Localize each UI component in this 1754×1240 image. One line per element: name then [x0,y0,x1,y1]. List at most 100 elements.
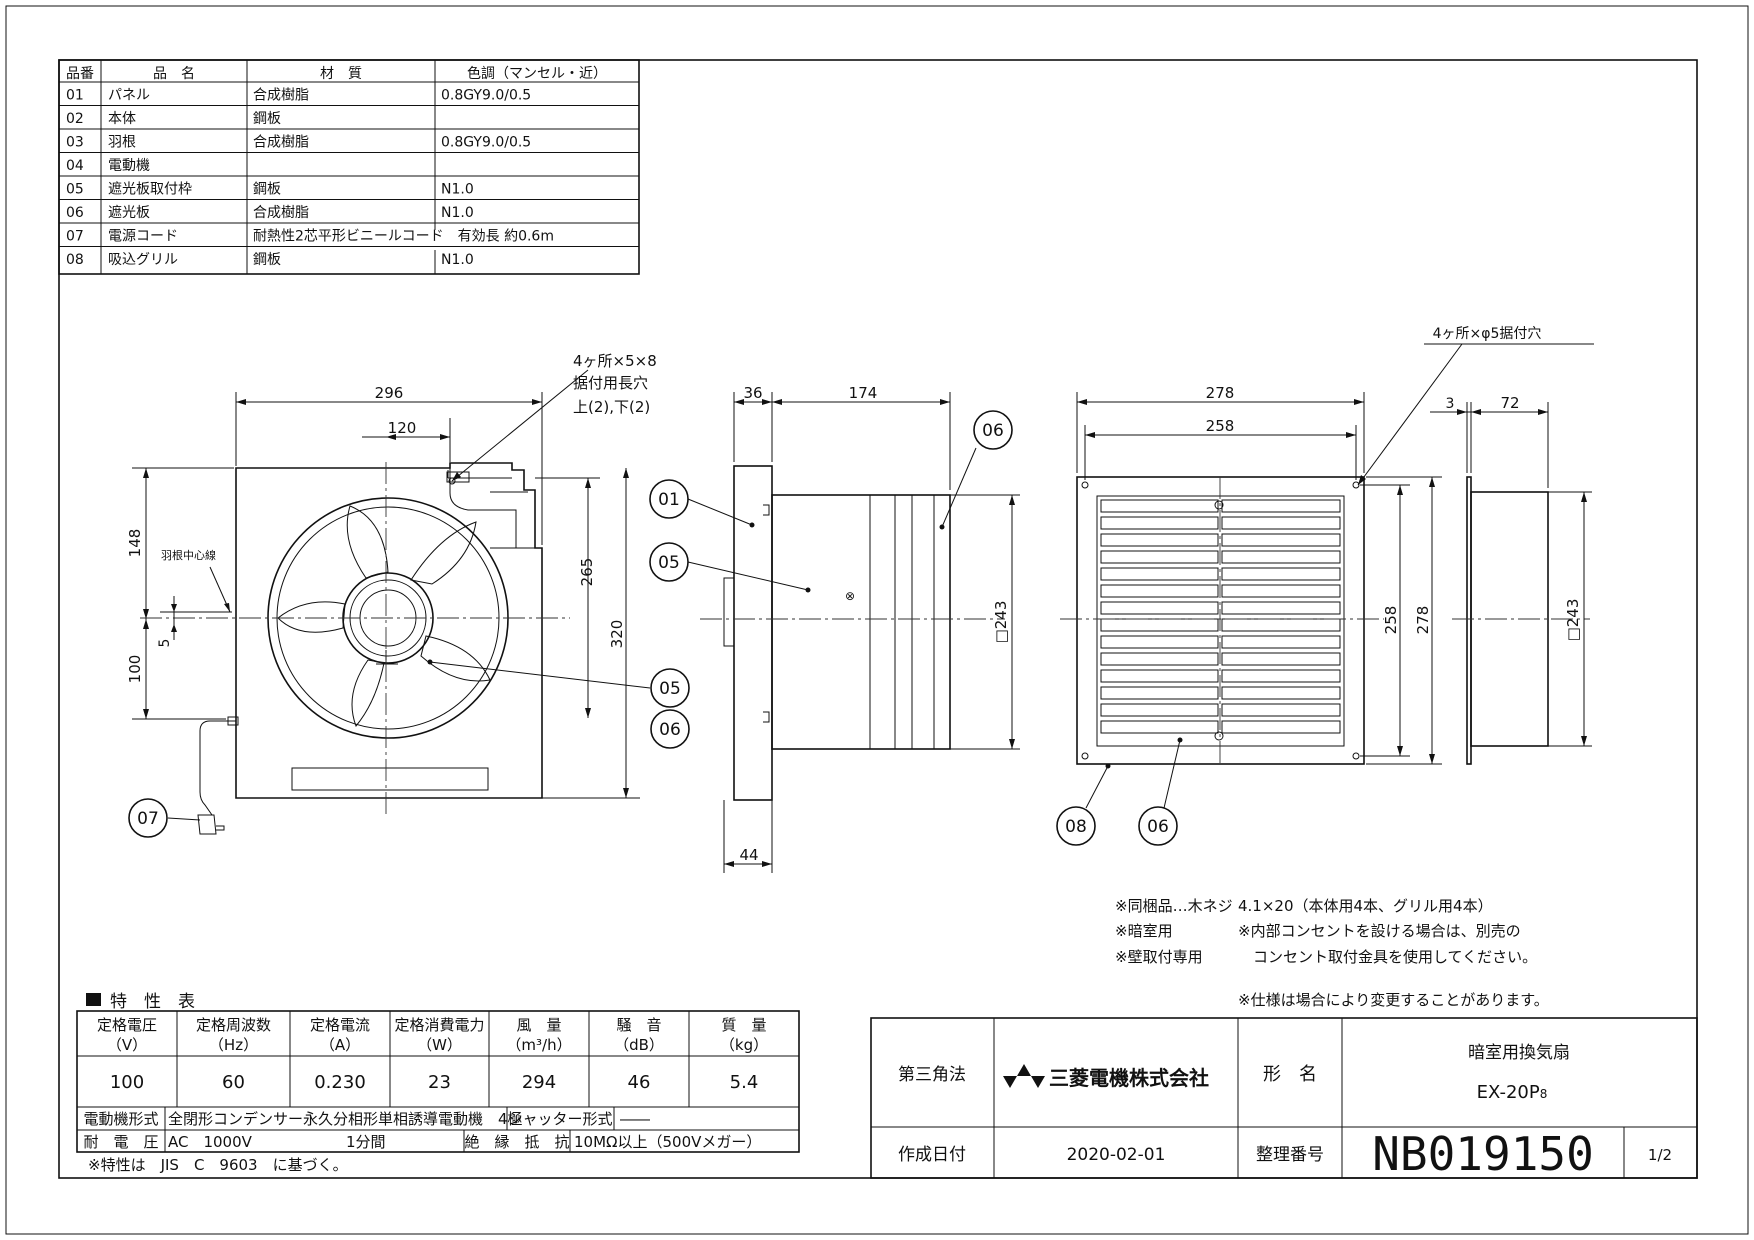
louver-slat [1221,720,1341,734]
parts-row-no: 01 [66,88,84,104]
spec-header-label: 定格周波数 [196,1016,271,1034]
spec-shutter-value: ―― [620,1110,650,1128]
spec-value: 0.230 [314,1072,366,1093]
dim-rear-outer: 278 [1206,384,1235,402]
svg-text:07: 07 [137,809,159,829]
spec-header-unit: （V） [107,1036,147,1054]
louver-slat [1221,652,1341,666]
louver-slat [1100,686,1219,700]
spec-header-unit: （kg） [720,1036,768,1054]
spec-table: 特 性 表 定格電圧（V）100定格周波数（Hz）60定格電流（A）0.230定… [76,992,800,1174]
louver-slat [1100,601,1219,615]
louver-slat [1100,584,1219,598]
title-date: 2020-02-01 [1067,1145,1166,1165]
spec-title: 特 性 表 [110,992,195,1012]
spec-insulation-value: 10MΩ以上（500Vメガー） [574,1133,761,1151]
spec-header-label: 定格電圧 [97,1016,157,1034]
balloon-08-rear: 08 [1056,806,1096,846]
parts-row-material: 耐熱性2芯平形ビニールコード 有効長 約0.6m [253,229,554,245]
note-right-2: ※内部コンセントを設ける場合は、別売の [1238,922,1521,940]
spec-header-unit: （m³/h） [506,1036,571,1054]
spec-voltage-time: 1分間 [346,1133,386,1151]
note-spec-change: ※仕様は場合により変更することがあります。 [1238,991,1549,1009]
dim-rearside-gap: 3 [1446,396,1455,412]
louver-slat [1100,567,1219,581]
parts-row-name: パネル [108,88,150,104]
louver-slat [1221,635,1341,649]
spec-header-label: 騒 音 [616,1016,661,1034]
dim-rearside-square: □243 [1564,599,1582,642]
spec-shutter-label: シャッター形式 [507,1110,612,1128]
title-model-label: 形 名 [1263,1064,1317,1085]
louver-slat [1100,516,1219,530]
dim-side-square: □243 [992,601,1010,644]
spec-insulation-label: 絶 縁 抵 抗 [464,1133,569,1151]
side-view: ⊗ 36 174 44 □243 01 05 06 [649,384,1020,873]
svg-text:05: 05 [658,553,680,573]
spec-header-unit: （dB） [614,1036,664,1054]
label-blade-centerline: 羽根中心線 [161,548,216,562]
note-slots-1: 4ヶ所×5×8 [573,352,657,370]
title-number: NB019150 [1372,1127,1594,1181]
title-date-label: 作成日付 [898,1145,966,1165]
parts-header-color: 色調（マンセル・近） [467,65,607,82]
louver-slat [1100,720,1219,734]
parts-row-no: 06 [66,205,84,221]
louver-slat [1221,550,1341,564]
parts-row-material: 合成樹脂 [253,88,309,104]
spec-value: 294 [522,1072,556,1093]
title-block: 第三角法 三菱電機株式会社 形 名 暗室用換気扇 EX-20P8 作成日付 20… [870,1017,1698,1181]
dim-front-width: 296 [375,384,404,402]
louver-slat [1100,499,1219,513]
parts-row-material: 鋼板 [253,111,281,127]
dim-rear-inner: 258 [1206,417,1235,435]
louver-slat [1221,584,1341,598]
parts-row-name: 電動機 [108,158,150,174]
spec-voltage-value: AC 1000V [168,1133,253,1151]
spec-header-label: 定格電流 [310,1016,370,1034]
parts-row-color: N1.0 [441,182,474,198]
spec-title-marker [86,993,101,1006]
parts-row-no: 05 [66,182,84,198]
title-model: EX-20P8 [1477,1082,1548,1103]
spec-value: 100 [110,1072,144,1093]
spec-value: 46 [628,1072,651,1093]
louver-slat [1100,703,1219,717]
spec-header-unit: （Hz） [209,1036,258,1054]
louver-slat [1100,652,1219,666]
spec-value: 23 [428,1072,451,1093]
svg-text:01: 01 [658,490,680,510]
spec-value: 5.4 [730,1072,759,1093]
parts-row-color: 0.8GY9.0/0.5 [441,88,531,104]
louver-slat [1100,533,1219,547]
louver-slat [1100,618,1219,632]
parts-row-color: N1.0 [441,205,474,221]
dim-front-bottom: 100 [126,655,144,684]
spec-motor-value: 全閉形コンデンサー永久分相形単相誘導電動機 4極 [168,1110,523,1128]
title-projection: 第三角法 [898,1065,966,1085]
parts-row-no: 08 [66,252,84,268]
parts-row-no: 03 [66,135,84,151]
louver-slat [1221,516,1341,530]
balloon-06-side: 06 [973,410,1013,450]
note-slots-2: 据付用長穴 [573,374,648,392]
louver-slat [1221,618,1341,632]
parts-header-no: 品番 [66,66,94,82]
spec-voltage-label: 耐 電 圧 [83,1133,158,1151]
rear-side-view: 3 72 □243 4ヶ所×φ5据付穴 [1357,326,1594,765]
dim-rear-v-outer: 278 [1414,606,1432,635]
dim-front-height: 320 [608,620,626,649]
dim-side-flange: 36 [743,384,762,402]
note-slots-3: 上(2),下(2) [573,398,650,416]
company-logo [1003,1064,1045,1088]
louver-slat [1100,635,1219,649]
spec-motor-label: 電動機形式 [83,1110,158,1128]
spec-header-unit: （A） [320,1036,360,1054]
dim-side-depth: 174 [849,384,878,402]
louver-slat [1221,669,1341,683]
svg-text:06: 06 [982,421,1004,441]
parts-row-name: 遮光板取付枠 [108,182,192,198]
louver-slat [1221,703,1341,717]
dim-front-shift: 5 [157,639,173,648]
